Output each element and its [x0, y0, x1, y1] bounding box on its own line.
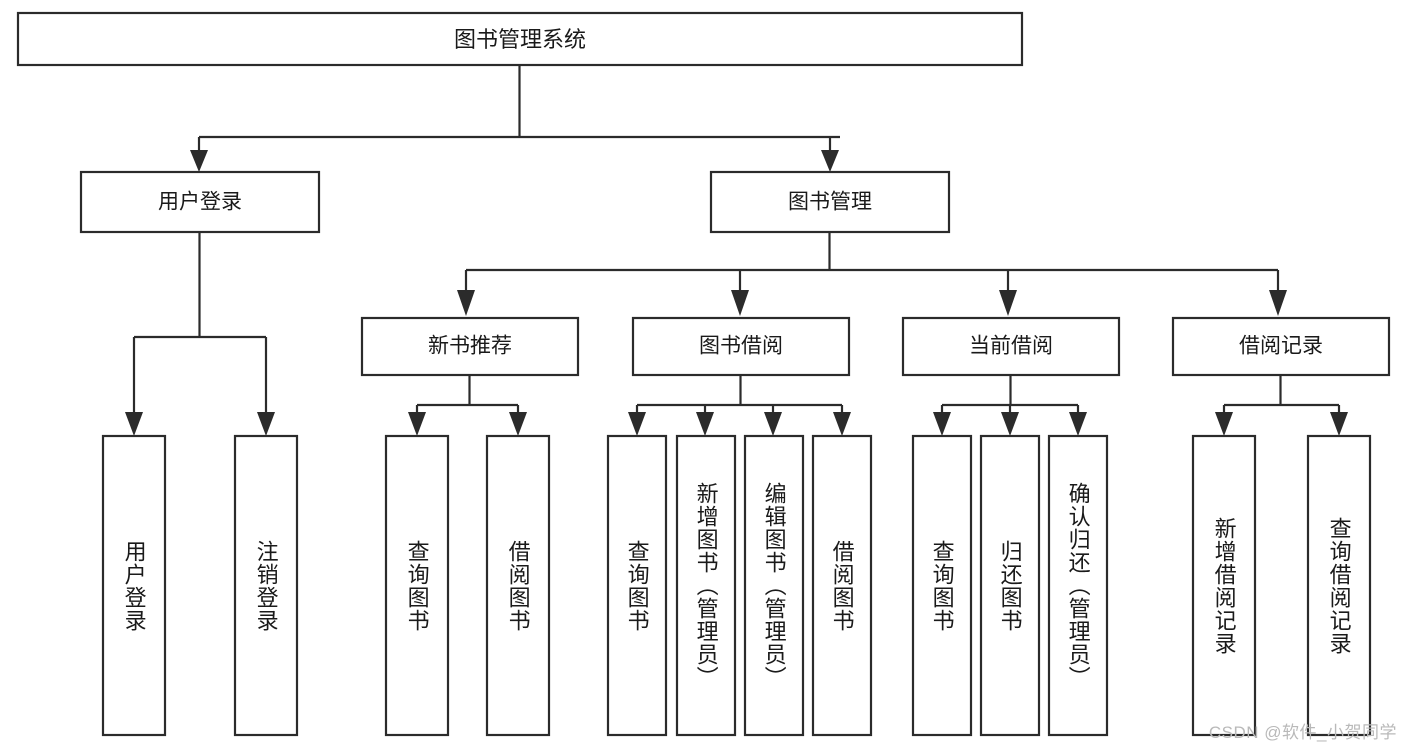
node-borrow-record-box: [1171, 316, 1391, 377]
node-book-management-label: 图书管理: [788, 191, 872, 214]
node-book-management-box: [709, 170, 951, 234]
arrowhead-leaf-borrowrecord-1: [1215, 412, 1233, 436]
leaf-box-book-borrow-3[interactable]: [743, 434, 805, 737]
node-book-borrow[interactable]: 图书借阅: [631, 316, 851, 377]
csdn-watermark: CSDN @软件_小贺同学: [1208, 723, 1397, 742]
arrowhead-leaf-currentborrow-2: [1001, 412, 1019, 436]
connector-layer: [125, 65, 1348, 436]
arrowhead-user-login: [190, 150, 208, 172]
arrowhead-leaf-bookborrow-4: [833, 412, 851, 436]
node-book-management[interactable]: 图书管理: [709, 170, 951, 234]
leaf-box-user-login-1[interactable]: [101, 434, 167, 737]
leaf-box-book-borrow-2[interactable]: [675, 434, 737, 737]
leaf-box-book-borrow-1[interactable]: [606, 434, 668, 737]
node-root-box: [16, 11, 1024, 67]
leaf-box-new-book-2[interactable]: [485, 434, 551, 737]
arrowhead-leaf-borrowrecord-2: [1330, 412, 1348, 436]
arrowhead-leaf-user-2: [257, 412, 275, 436]
leaf-box-current-borrow-2[interactable]: [979, 434, 1041, 737]
leaf-box-layer: [101, 434, 1372, 737]
arrowhead-leaf-currentborrow-3: [1069, 412, 1087, 436]
arrowhead-leaf-bookborrow-2: [696, 412, 714, 436]
node-current-borrow[interactable]: 当前借阅: [901, 316, 1121, 377]
arrowhead-leaf-user-1: [125, 412, 143, 436]
node-user-login-label: 用户登录: [158, 191, 242, 214]
node-root-book-management-system[interactable]: 图书管理系统: [16, 11, 1024, 67]
leaf-box-current-borrow-3[interactable]: [1047, 434, 1109, 737]
node-borrow-record[interactable]: 借阅记录: [1171, 316, 1391, 377]
arrowhead-leaf-currentborrow-1: [933, 412, 951, 436]
leaf-box-borrow-record-2[interactable]: [1306, 434, 1372, 737]
leaf-box-new-book-1[interactable]: [384, 434, 450, 737]
arrowhead-leaf-bookborrow-1: [628, 412, 646, 436]
node-current-borrow-label: 当前借阅: [969, 335, 1053, 358]
arrowhead-leaf-newbook-1: [408, 412, 426, 436]
leaf-box-user-login-2[interactable]: [233, 434, 299, 737]
leaf-box-current-borrow-1[interactable]: [911, 434, 973, 737]
arrowhead-newbook: [457, 290, 475, 316]
node-borrow-record-label: 借阅记录: [1239, 335, 1323, 358]
arrowhead-bookborrow: [731, 290, 749, 316]
node-user-login-box: [79, 170, 321, 234]
node-new-book-recommend-box: [360, 316, 580, 377]
node-new-book-recommend-label: 新书推荐: [428, 335, 512, 358]
arrowhead-leaf-bookborrow-3: [764, 412, 782, 436]
arrowhead-currentborrow: [999, 290, 1017, 316]
node-current-borrow-box: [901, 316, 1121, 377]
node-user-login[interactable]: 用户登录: [79, 170, 321, 234]
arrowhead-leaf-newbook-2: [509, 412, 527, 436]
arrowhead-borrowrecord: [1269, 290, 1287, 316]
node-book-borrow-box: [631, 316, 851, 377]
node-root-label: 图书管理系统: [454, 27, 586, 52]
arrowhead-book-mgmt: [821, 150, 839, 172]
leaf-box-borrow-record-1[interactable]: [1191, 434, 1257, 737]
node-new-book-recommend[interactable]: 新书推荐: [360, 316, 580, 377]
leaf-box-book-borrow-4[interactable]: [811, 434, 873, 737]
node-book-borrow-label: 图书借阅: [699, 335, 783, 358]
